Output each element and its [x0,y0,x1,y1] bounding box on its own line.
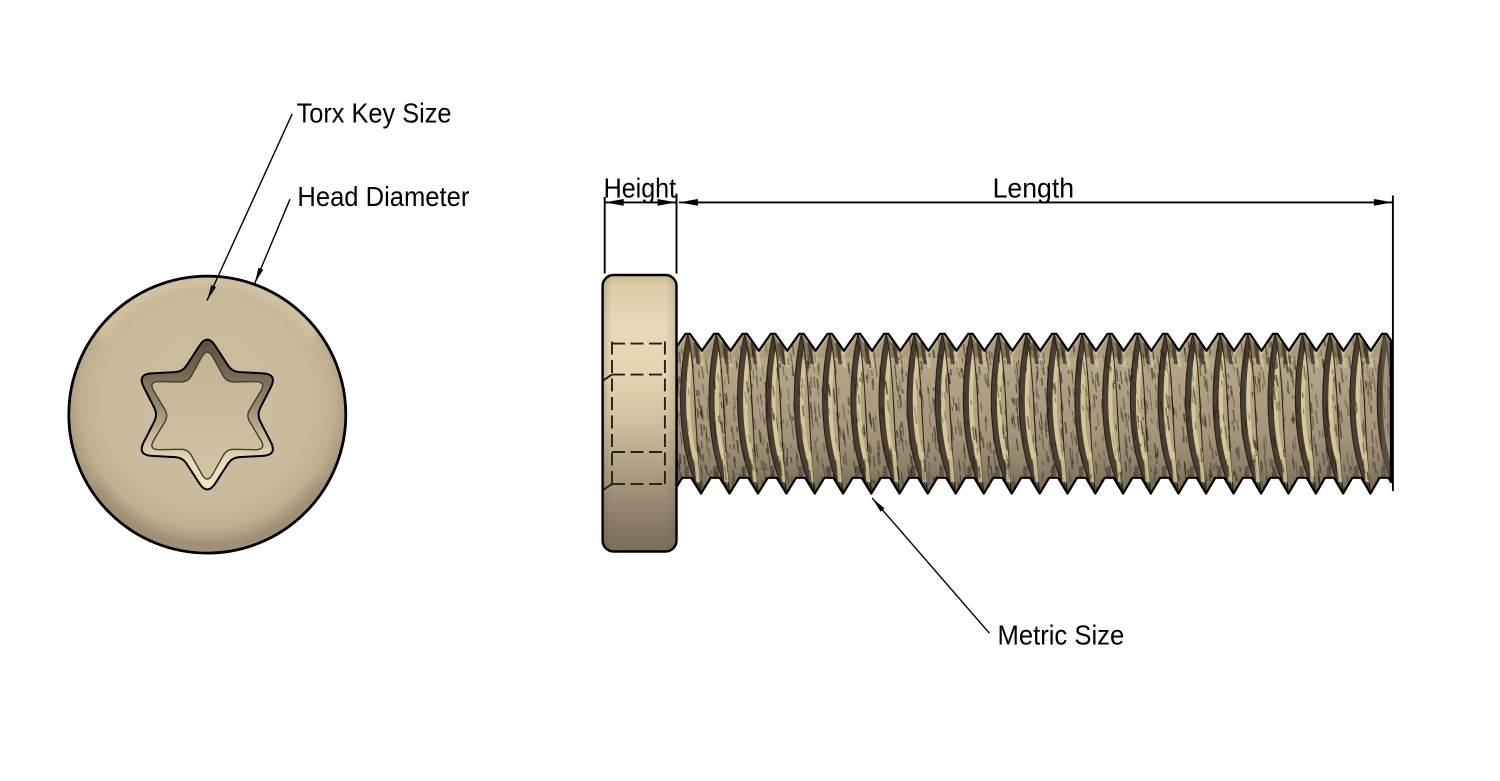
svg-text:Metric Size: Metric Size [998,620,1125,651]
svg-text:Head Diameter: Head Diameter [297,181,469,212]
svg-text:Torx Key Size: Torx Key Size [297,97,452,128]
svg-text:Length: Length [993,173,1075,204]
svg-text:Height: Height [604,172,677,203]
